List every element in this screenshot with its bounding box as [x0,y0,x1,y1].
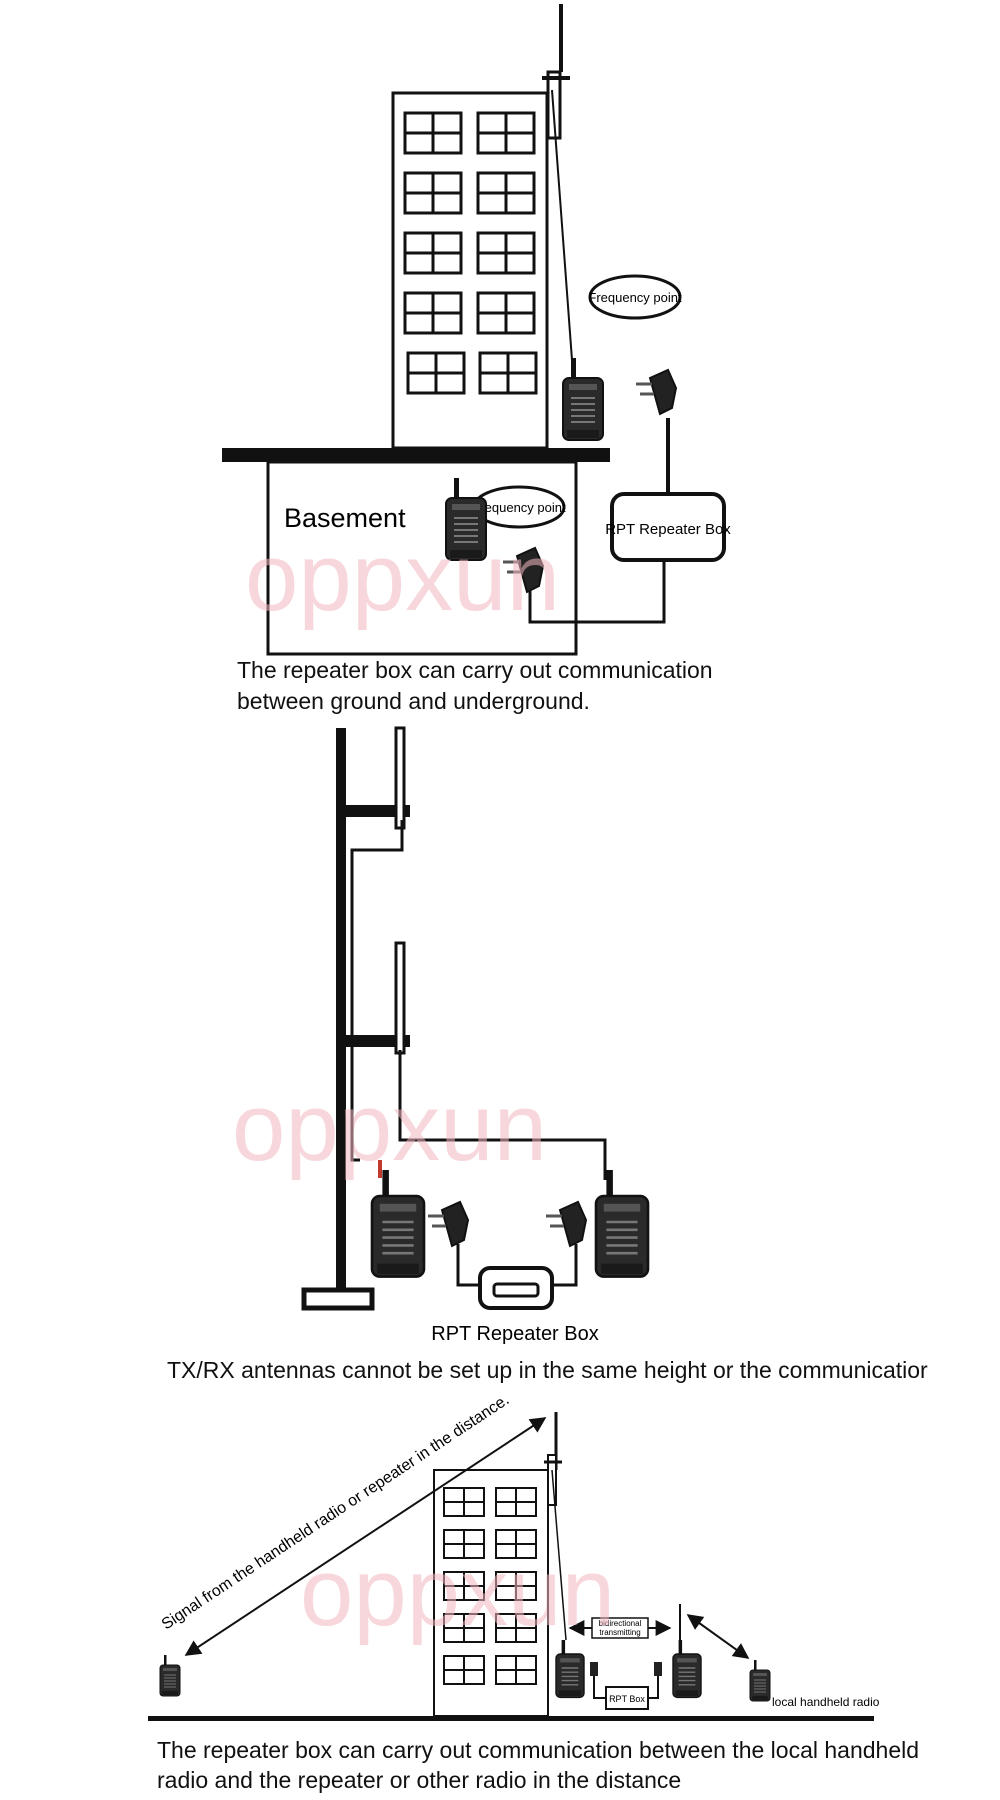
bidirectional-label: bidirectional [599,1619,642,1628]
radio-icon [159,1654,181,1697]
caption-line: The repeater box can carry out communica… [157,1737,919,1763]
caption-line: TX/RX antennas cannot be set up in the s… [167,1357,928,1383]
caption-line: The repeater box can carry out communica… [237,657,713,683]
radio-icon [555,1639,585,1699]
caption-line: between ground and underground. [237,688,590,714]
plug-icon [544,1200,588,1248]
plug-icon [634,368,678,416]
antenna-lower [394,941,406,1055]
caption-line: radio and the repeater or other radio in… [157,1767,681,1793]
mast-base [301,1287,375,1311]
frequency-point-label-upper: Frequency point [588,290,682,305]
antenna-cable [551,89,573,361]
frequency-point-bubble [588,274,682,320]
radio-icon [562,357,604,441]
watermark-text: oppxun [300,1539,615,1646]
cable [398,1050,607,1180]
mast [336,728,346,1290]
ground-line [222,448,610,462]
basement-label: Basement [284,503,406,533]
watermark-text: oppxun [232,1074,547,1181]
cable [350,820,404,1162]
radio-icon [370,1168,426,1278]
repeater-box-label: RPT Repeater Box [431,1323,599,1345]
radio-icon [672,1639,702,1699]
signal-arrow [184,1417,547,1656]
radio-icon [749,1659,771,1702]
antenna-upper [394,726,406,830]
watermarks: oppxun oppxun oppxun [232,524,615,1646]
watermark-text: oppxun [245,524,560,631]
bidirectional-label: transmitting [599,1628,640,1637]
rpt-box-label: RPT Box [609,1694,645,1704]
panel-antenna-height: RPT Repeater Box TX/RX antennas cannot b… [167,726,928,1383]
radio-icon [594,1168,650,1278]
frequency-point-label-lower: Frequency point [472,500,566,515]
roof-antenna [547,1454,557,1506]
ground-line [148,1716,874,1721]
repeater-box-label: RPT Repeater Box [605,521,731,538]
panel-ground-underground: Basement Frequency point Frequency point… [222,4,731,714]
cable [528,560,666,624]
repeater-box [610,492,726,562]
repeater-box [605,1686,649,1710]
plug-icon [426,1200,470,1248]
local-radio-label: local handheld radio [772,1695,880,1709]
local-arrow [686,1614,750,1659]
